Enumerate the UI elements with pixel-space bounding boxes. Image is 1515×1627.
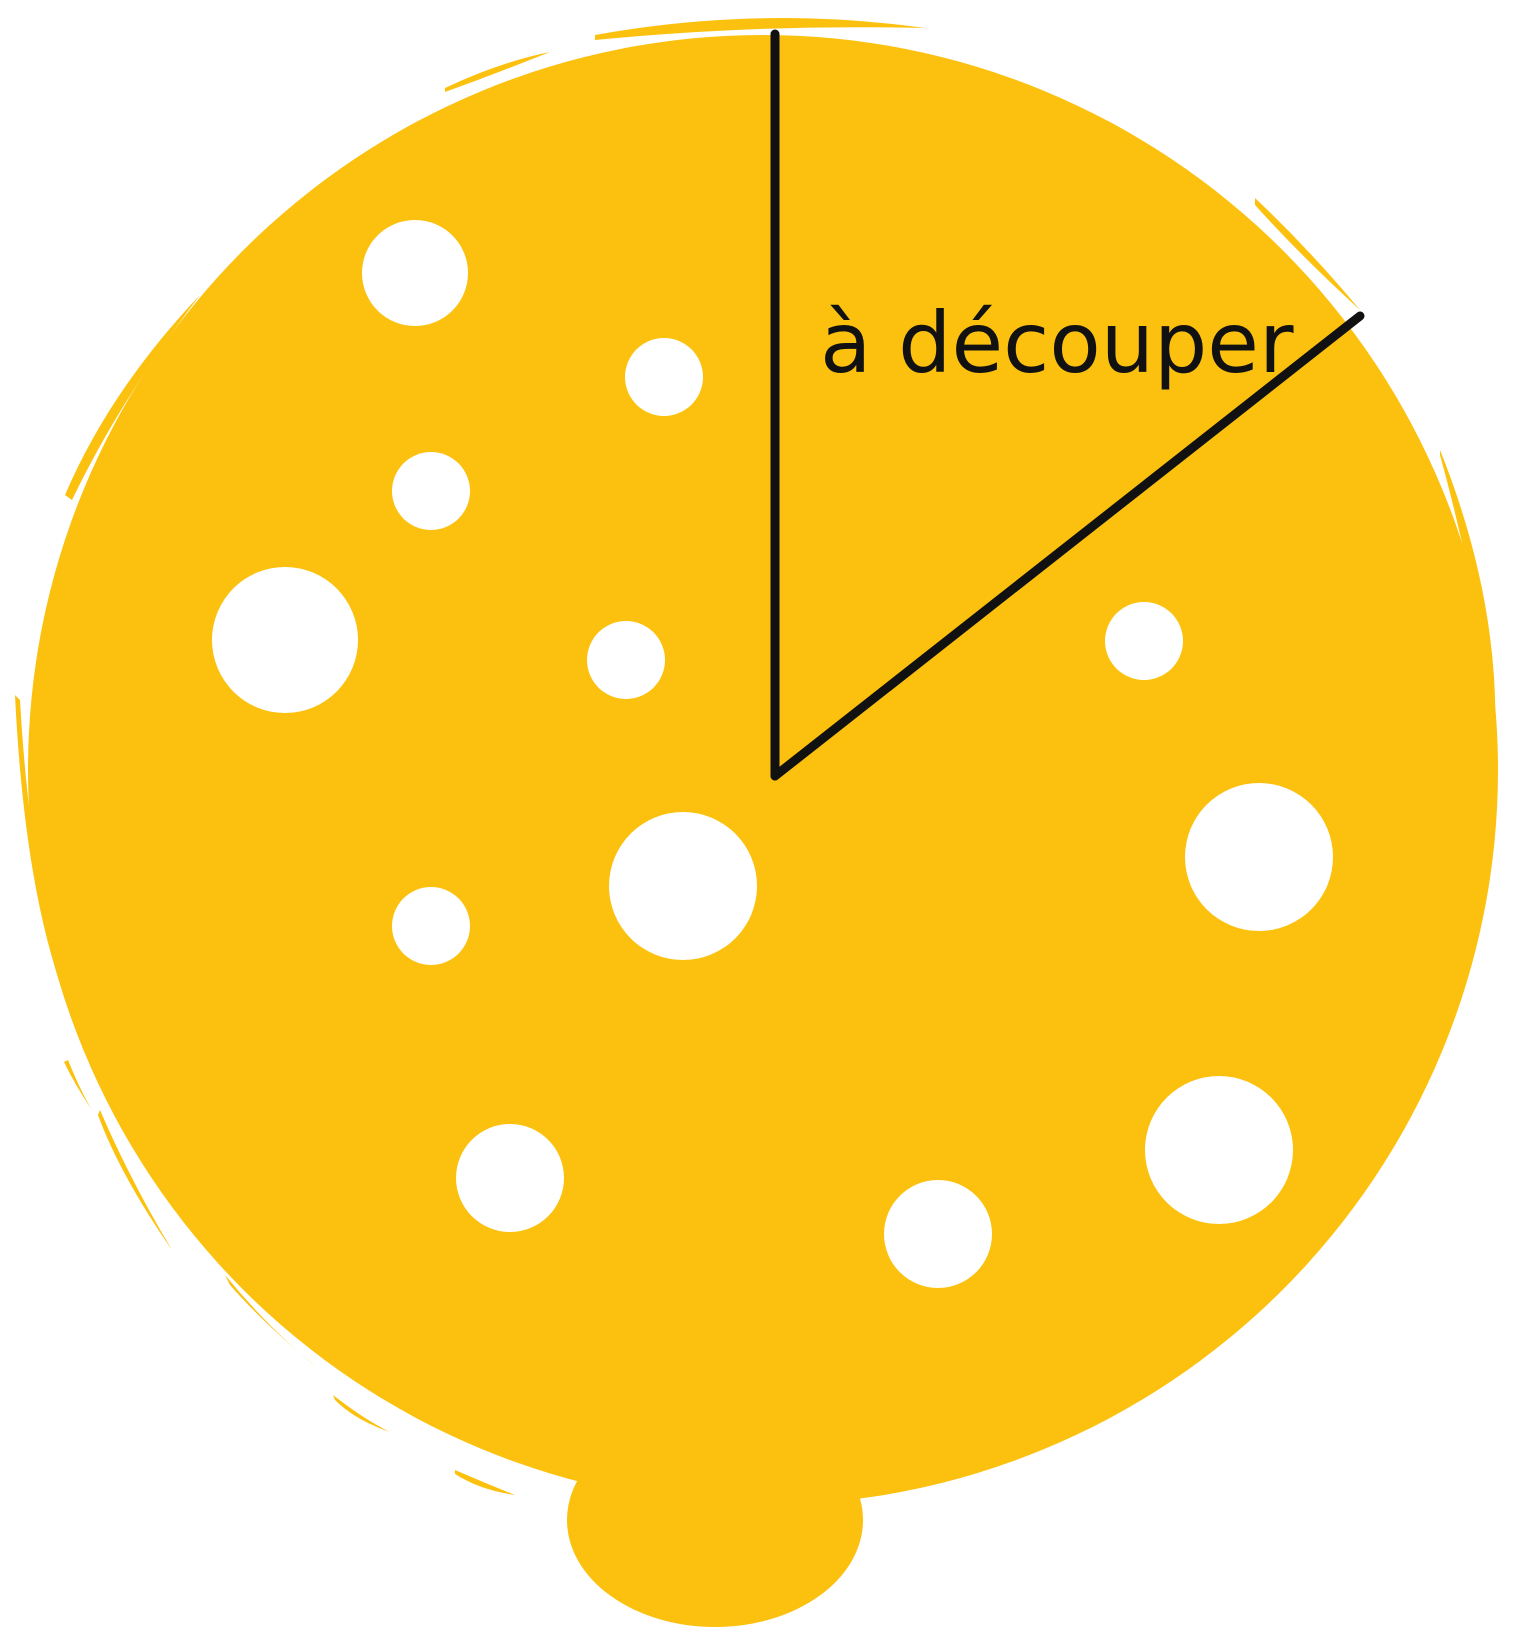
hole xyxy=(212,567,358,713)
hole xyxy=(625,338,703,416)
cut-label: à découper xyxy=(820,294,1294,392)
hole xyxy=(1105,602,1183,680)
hole xyxy=(884,1180,992,1288)
hole xyxy=(456,1124,564,1232)
hole xyxy=(362,220,468,326)
hole xyxy=(1185,783,1333,931)
hole xyxy=(392,887,470,965)
hole xyxy=(1145,1076,1293,1224)
hole xyxy=(392,452,470,530)
hole xyxy=(609,812,757,960)
hole xyxy=(587,621,665,699)
